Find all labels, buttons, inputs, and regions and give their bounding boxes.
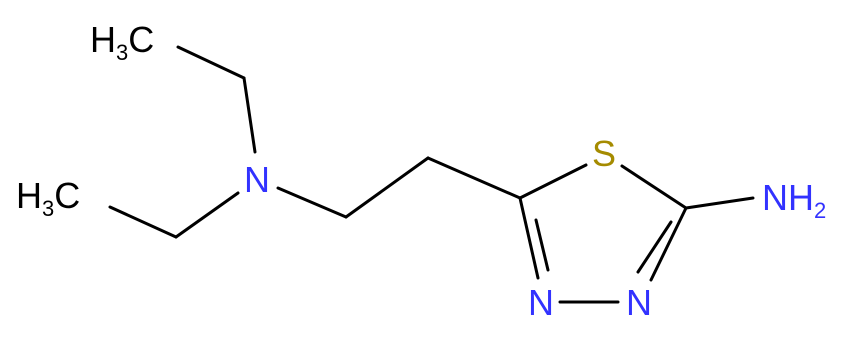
atom-symbol: S (592, 133, 616, 174)
atom-nh2: NH2 (762, 177, 826, 223)
atom-n-amine: N (244, 159, 270, 200)
bond-s-c2 (620, 164, 688, 210)
atom-label: S (592, 133, 616, 174)
atom-symbol: N (244, 159, 270, 200)
atom-tail: C (128, 19, 154, 60)
bond-ch3top-ch2 (176, 45, 246, 80)
bond-c5-n4-double (534, 218, 550, 272)
atom-symbol: H (90, 19, 116, 60)
atom-label: N (244, 159, 270, 200)
bond-n-chain (276, 186, 348, 219)
atom-symbol: NH (762, 177, 814, 218)
bond-c2-n3 (649, 206, 688, 282)
atom-label: N (626, 282, 652, 323)
bond-ch2-n-left (174, 191, 240, 239)
atom-label: NH2 (762, 177, 826, 223)
atom-s-ring: S (592, 133, 616, 174)
bond-c2-nh2 (684, 196, 755, 210)
bond-ch2-n-top (242, 76, 257, 154)
atom-subscript: 2 (814, 198, 826, 223)
bond-c5-s (518, 163, 588, 200)
atom-symbol: N (626, 282, 652, 323)
atom-symbol: N (528, 282, 554, 323)
bond-c2-n3-double (636, 220, 673, 274)
bond-c5-n4 (518, 196, 540, 280)
atom-n-ring-right: N (626, 282, 652, 323)
atom-tail: C (54, 175, 80, 216)
bond-layer (108, 45, 755, 304)
bond-chain-1 (344, 156, 430, 219)
atom-subscript: 3 (116, 40, 128, 65)
atom-ch3-top: H3C (90, 19, 154, 65)
atom-subscript: 3 (42, 196, 54, 221)
atom-symbol: H (16, 175, 42, 216)
bond-ch3left-ch2 (108, 205, 178, 239)
atom-n-ring-left: N (528, 282, 554, 323)
atom-label: H3C (90, 19, 154, 65)
atom-label: H3C (16, 175, 80, 221)
atom-label: N (528, 282, 554, 323)
bond-chain-2 (426, 156, 522, 200)
atom-ch3-left: H3C (16, 175, 80, 221)
